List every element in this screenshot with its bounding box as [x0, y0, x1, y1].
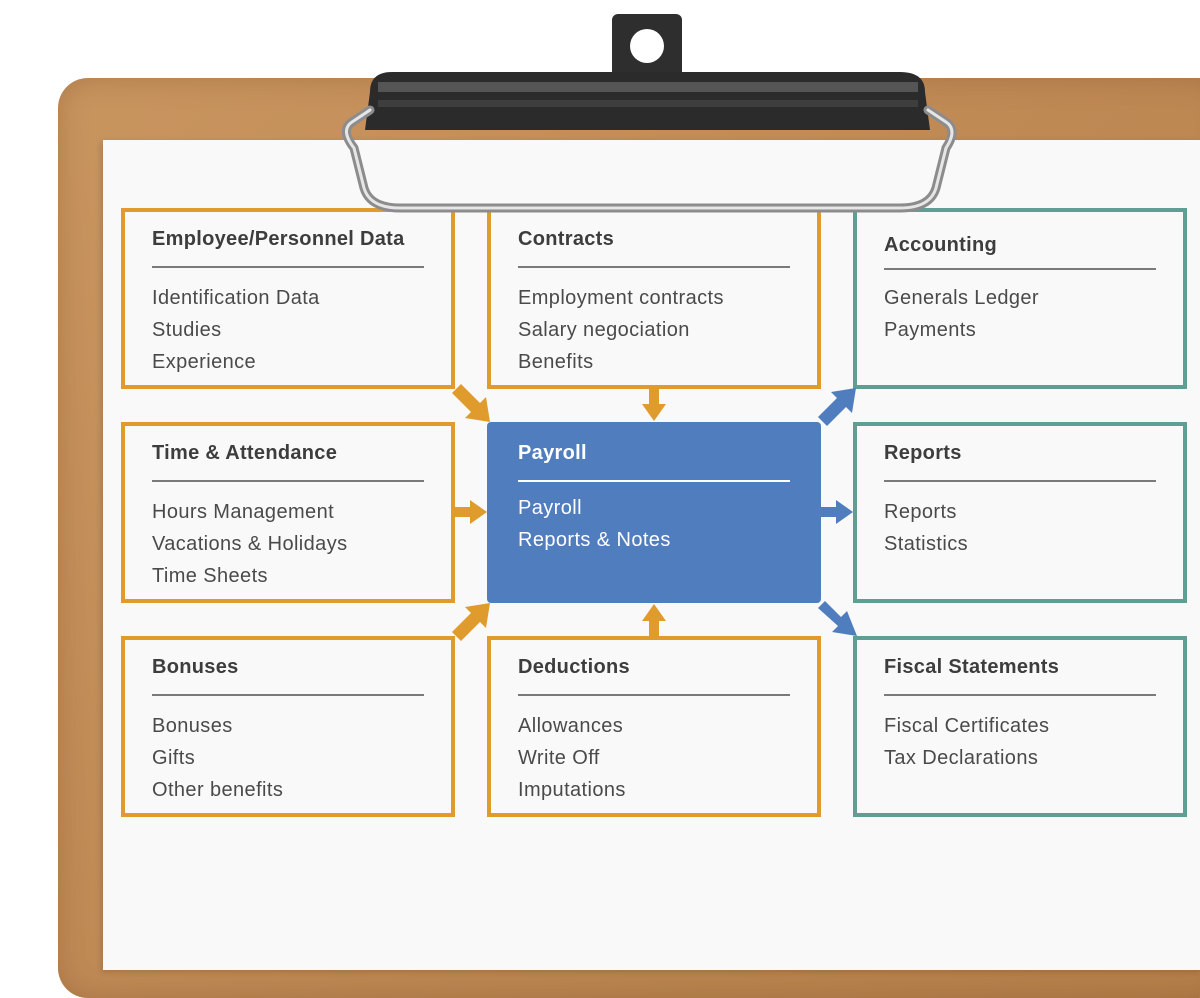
list-item: Bonuses: [152, 715, 233, 737]
clip-wire-handle: [342, 105, 957, 213]
box-title: Deductions: [518, 656, 630, 678]
list-item: Statistics: [884, 533, 969, 555]
divider: [518, 694, 790, 696]
box-item-list: Payroll Reports & Notes: [518, 492, 671, 556]
list-item: Allowances: [518, 715, 624, 737]
list-item: Payroll: [518, 497, 582, 519]
clip-body: [365, 72, 930, 130]
list-item: Vacations & Holidays: [152, 533, 348, 555]
box-title: Time & Attendance: [152, 442, 338, 464]
box-item-list: Employment contracts Salary negociation …: [518, 282, 724, 378]
list-item: Gifts: [152, 747, 196, 769]
list-item: Reports: [884, 501, 957, 523]
list-item: Salary negociation: [518, 319, 690, 341]
box-item-list: Bonuses Gifts Other benefits: [152, 710, 283, 806]
divider: [152, 266, 424, 268]
fiscal-statements-box: Fiscal Statements Fiscal Certificates Ta…: [853, 636, 1187, 817]
list-item: Write Off: [518, 747, 600, 769]
divider: [518, 266, 790, 268]
list-item: Benefits: [518, 351, 594, 373]
divider: [152, 480, 424, 482]
bonuses-box: Bonuses Bonuses Gifts Other benefits: [121, 636, 455, 817]
box-item-list: Generals Ledger Payments: [884, 282, 1039, 346]
list-item: Time Sheets: [152, 565, 268, 587]
deductions-box: Deductions Allowances Write Off Imputati…: [487, 636, 821, 817]
box-title: Bonuses: [152, 656, 239, 678]
box-item-list: Hours Management Vacations & Holidays Ti…: [152, 496, 348, 592]
list-item: Generals Ledger: [884, 287, 1039, 309]
reports-box: Reports Reports Statistics: [853, 422, 1187, 603]
accounting-box: Accounting Generals Ledger Payments: [853, 208, 1187, 389]
box-item-list: Allowances Write Off Imputations: [518, 710, 626, 806]
list-item: Other benefits: [152, 779, 284, 801]
box-title: Contracts: [518, 228, 615, 250]
list-item: Imputations: [518, 779, 626, 801]
list-item: Employment contracts: [518, 287, 724, 309]
list-item: Identification Data: [152, 287, 320, 309]
list-item: Hours Management: [152, 501, 335, 523]
list-item: Studies: [152, 319, 222, 341]
employee-data-box: Employee/Personnel Data Identification D…: [121, 208, 455, 389]
box-title: Reports: [884, 442, 962, 464]
list-item: Tax Declarations: [884, 747, 1039, 769]
divider: [152, 694, 424, 696]
box-title: Employee/Personnel Data: [152, 228, 405, 250]
box-item-list: Reports Statistics: [884, 496, 968, 560]
divider: [884, 268, 1156, 270]
box-title: Accounting: [884, 234, 997, 256]
box-item-list: Identification Data Studies Experience: [152, 282, 320, 378]
box-title: Fiscal Statements: [884, 656, 1060, 678]
box-item-list: Fiscal Certificates Tax Declarations: [884, 710, 1049, 774]
list-item: Fiscal Certificates: [884, 715, 1050, 737]
list-item: Reports & Notes: [518, 529, 671, 551]
divider: [884, 480, 1156, 482]
time-attendance-box: Time & Attendance Hours Management Vacat…: [121, 422, 455, 603]
box-title: Payroll: [518, 442, 587, 464]
clip-tab: [612, 14, 682, 84]
divider: [518, 480, 790, 482]
divider: [884, 694, 1156, 696]
list-item: Experience: [152, 351, 257, 373]
binder-clip: [342, 14, 957, 213]
list-item: Payments: [884, 319, 977, 341]
payroll-box: Payroll Payroll Reports & Notes: [487, 422, 821, 603]
